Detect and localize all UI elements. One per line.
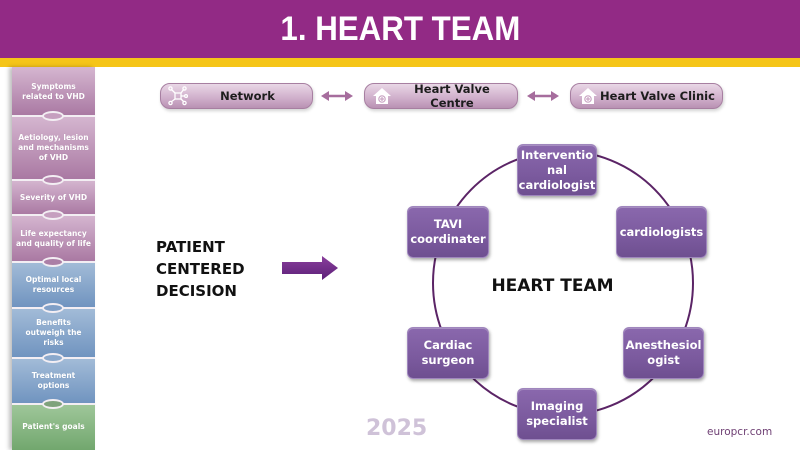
puzzle-piece: Treatment options bbox=[12, 358, 95, 404]
puzzle-piece-label: Severity of VHD bbox=[19, 192, 88, 202]
header-banner: 1. HEART TEAM bbox=[0, 0, 800, 58]
puzzle-knob bbox=[42, 210, 64, 220]
heart-valve-clinic-label: Heart Valve Clinic bbox=[600, 89, 715, 103]
puzzle-knob bbox=[42, 257, 64, 267]
puzzle-piece-label: Optimal local resources bbox=[25, 275, 82, 294]
heart-valve-centre-label: Heart Valve Centre bbox=[414, 82, 490, 110]
puzzle-piece: Optimal local resources bbox=[12, 262, 95, 308]
puzzle-knob bbox=[42, 353, 64, 363]
puzzle-knob bbox=[42, 111, 64, 121]
puzzle-sidebar: Symptoms related to VHD Aetiology, lesio… bbox=[12, 67, 95, 450]
double-arrow-icon bbox=[527, 91, 559, 101]
puzzle-piece: Patient's goals bbox=[12, 404, 95, 450]
team-node-imaging-specialist: Imaging specialist bbox=[517, 388, 597, 440]
patient-centered-decision: PATIENT CENTERED DECISION bbox=[156, 236, 245, 302]
team-node-label: Anesthesiol ogist bbox=[625, 338, 702, 367]
puzzle-piece-label: Aetiology, lesion and mechanisms of VHD bbox=[18, 133, 89, 162]
footer-year: 2025 bbox=[366, 416, 428, 441]
team-node-label: TAVI coordinater bbox=[410, 217, 486, 246]
puzzle-knob bbox=[42, 175, 64, 185]
team-node-anesthesiologist: Anesthesiol ogist bbox=[623, 327, 704, 379]
right-arrow-icon bbox=[282, 256, 338, 280]
team-node-label: Cardiac surgeon bbox=[421, 338, 475, 367]
hospital-icon bbox=[577, 86, 599, 106]
team-node-cardiologists: cardiologists bbox=[616, 206, 707, 258]
puzzle-piece: Symptoms related to VHD bbox=[12, 67, 95, 116]
footer-site-link[interactable]: europcr.com bbox=[707, 426, 773, 438]
team-node-interventional-cardiologist: Interventio nal cardiologist bbox=[517, 144, 597, 196]
team-node-label: cardiologists bbox=[619, 224, 704, 239]
heart-valve-clinic-pill: Heart Valve Clinic bbox=[570, 83, 723, 109]
puzzle-piece: Aetiology, lesion and mechanisms of VHD bbox=[12, 116, 95, 180]
team-node-label: Interventio nal cardiologist bbox=[518, 147, 596, 192]
statement-line: DECISION bbox=[156, 282, 237, 300]
heart-valve-centre-pill: Heart Valve Centre bbox=[364, 82, 518, 110]
hospital-icon bbox=[371, 86, 393, 106]
puzzle-knob bbox=[42, 399, 64, 409]
network-pill: Network bbox=[160, 83, 313, 109]
statement-line: PATIENT bbox=[156, 238, 225, 256]
team-node-cardiac-surgeon: Cardiac surgeon bbox=[407, 327, 489, 379]
statement-line: CENTERED bbox=[156, 260, 245, 278]
team-node-tavi-coordinator: TAVI coordinater bbox=[407, 206, 489, 258]
puzzle-knob bbox=[42, 303, 64, 313]
puzzle-piece: Life expectancy and quality of life bbox=[12, 215, 95, 262]
double-arrow-icon bbox=[321, 91, 353, 101]
header-stripe bbox=[0, 58, 800, 67]
network-icon bbox=[167, 86, 189, 106]
heart-team-title: HEART TEAM bbox=[491, 276, 614, 296]
team-node-label: Imaging specialist bbox=[526, 399, 588, 428]
puzzle-piece: Benefits outweigh the risks bbox=[12, 308, 95, 358]
puzzle-piece-label: Patient's goals bbox=[22, 422, 85, 431]
puzzle-piece-label: Life expectancy and quality of life bbox=[16, 228, 91, 248]
page-title: 1. HEART TEAM bbox=[280, 9, 520, 48]
puzzle-piece-label: Symptoms related to VHD bbox=[22, 81, 85, 101]
puzzle-piece-label: Treatment options bbox=[31, 371, 76, 390]
puzzle-piece-label: Benefits outweigh the risks bbox=[25, 318, 82, 347]
network-label: Network bbox=[220, 89, 275, 103]
